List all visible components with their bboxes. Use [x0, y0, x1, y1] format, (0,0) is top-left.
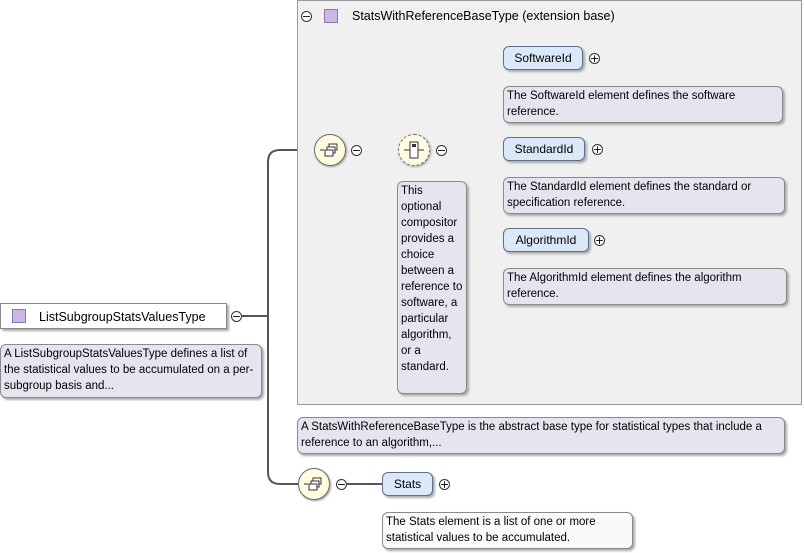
sequence-compositor-bottom[interactable] — [298, 468, 330, 500]
choice-icon — [404, 141, 424, 159]
choice-compositor[interactable] — [398, 134, 430, 166]
sequence-collapse-button-bottom[interactable]: − — [336, 478, 347, 491]
algorithm-id-doc: The AlgorithmId element defines the algo… — [503, 268, 787, 305]
standard-id-element[interactable]: StandardId — [503, 137, 585, 161]
sequence-collapse-button-top[interactable]: − — [351, 144, 362, 157]
choice-compositor-doc: This optional compositor provides a choi… — [397, 181, 467, 394]
algorithm-id-element[interactable]: AlgorithmId — [503, 228, 589, 252]
extension-base-doc: A StatsWithReferenceBaseType is the abst… — [297, 417, 785, 454]
extension-base-label: StatsWithReferenceBaseType (extension ba… — [352, 9, 615, 23]
root-collapse-button[interactable]: − — [231, 310, 242, 323]
software-id-doc: The SoftwareId element defines the softw… — [503, 86, 783, 123]
standard-id-expand-button[interactable]: + — [592, 143, 603, 156]
software-id-element[interactable]: SoftwareId — [503, 46, 583, 70]
root-type-box[interactable]: ListSubgroupStatsValuesType — [0, 303, 227, 329]
algorithm-id-expand-button[interactable]: + — [594, 234, 605, 247]
root-type-doc: A ListSubgroupStatsValuesType defines a … — [0, 344, 262, 398]
root-type-icon — [12, 309, 26, 323]
standard-id-doc: The StandardId element defines the stand… — [503, 177, 785, 214]
sequence-icon — [320, 143, 338, 157]
stats-expand-button[interactable]: + — [439, 478, 450, 491]
sequence-icon — [304, 477, 322, 491]
choice-collapse-button[interactable]: − — [436, 144, 447, 157]
extension-collapse-button[interactable]: − — [301, 10, 312, 23]
root-type-name: ListSubgroupStatsValuesType — [39, 310, 206, 324]
sequence-compositor-top[interactable] — [314, 134, 346, 166]
stats-element[interactable]: Stats — [382, 472, 433, 496]
stats-doc: The Stats element is a list of one or mo… — [382, 512, 633, 549]
extension-type-icon — [324, 9, 338, 23]
software-id-expand-button[interactable]: + — [589, 52, 600, 65]
